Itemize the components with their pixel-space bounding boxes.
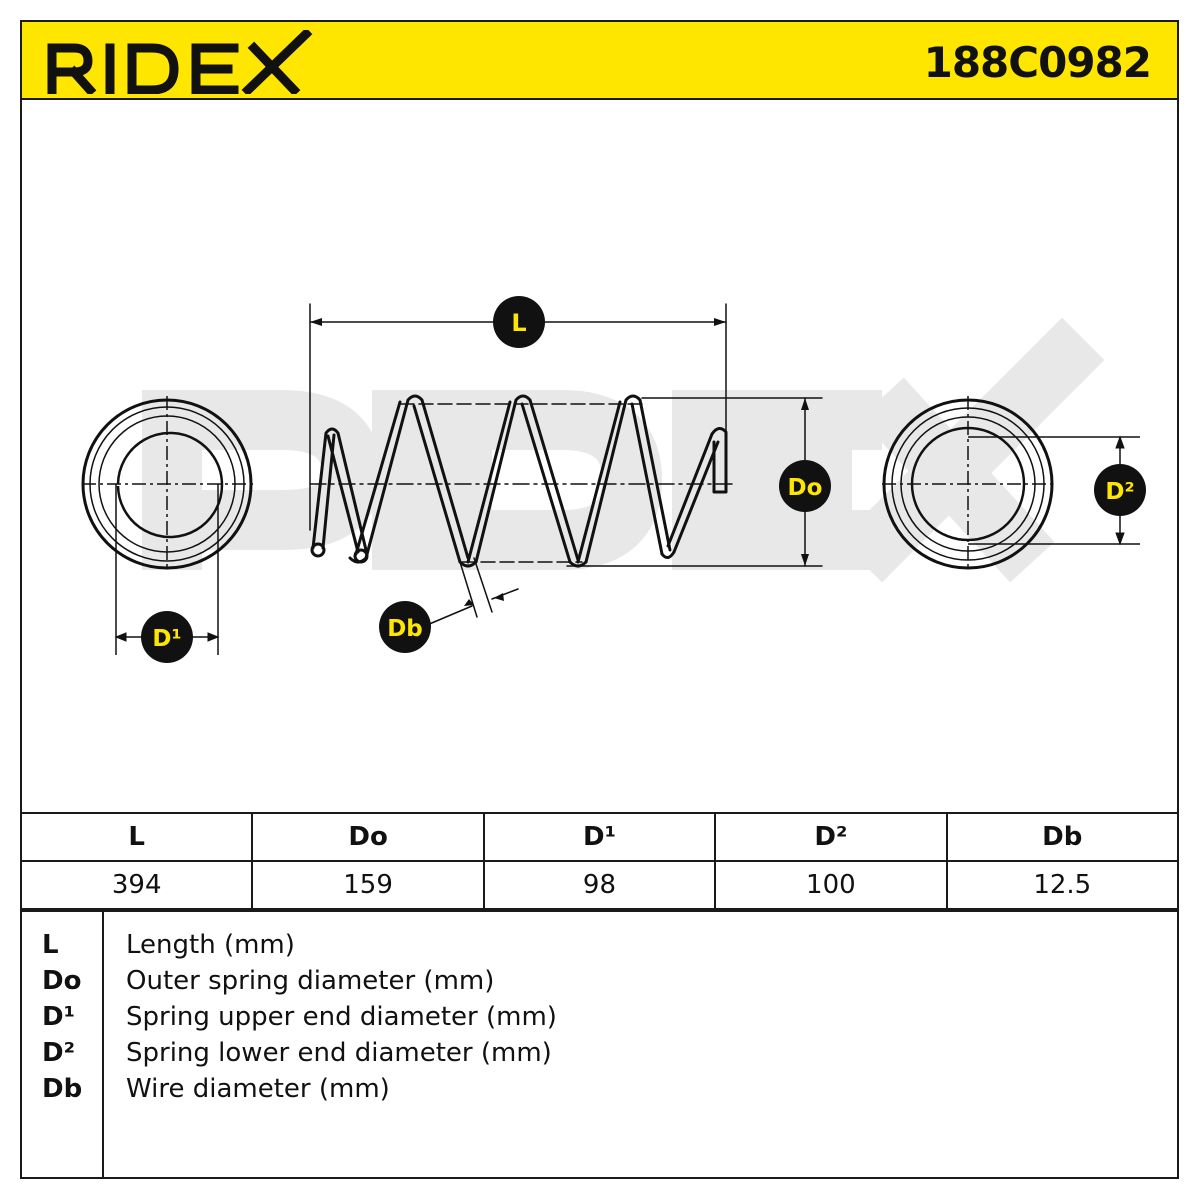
label-outer-diameter: Do: [779, 460, 831, 512]
legend-key: D¹: [42, 1002, 75, 1032]
spring-diagram: L Do D¹ D² Db: [81, 296, 1146, 663]
legend-key: D²: [42, 1038, 75, 1068]
part-number: 188C0982: [923, 38, 1152, 87]
spring-side-view: [309, 303, 823, 626]
spec-value-cell: 100: [714, 860, 948, 910]
ridex-watermark: [142, 317, 1105, 583]
spec-header-cell: D²: [714, 812, 948, 862]
spec-header-cell: D¹: [482, 812, 717, 862]
legend-desc: Length (mm): [126, 930, 295, 960]
legend-row: Do Outer spring diameter (mm): [22, 966, 1177, 1002]
svg-text:L: L: [511, 309, 526, 337]
legend-desc: Spring lower end diameter (mm): [126, 1038, 552, 1068]
spec-header-cell: Do: [251, 812, 485, 862]
spec-value-cell: 98: [482, 860, 717, 910]
dimension-arrows: [310, 318, 809, 606]
legend-row: D² Spring lower end diameter (mm): [22, 1038, 1177, 1074]
legend-row: L Length (mm): [22, 930, 1177, 966]
legend-key: Db: [42, 1074, 83, 1104]
legend-desc: Wire diameter (mm): [126, 1074, 390, 1104]
svg-text:D¹: D¹: [152, 626, 181, 652]
spec-header-cell: L: [19, 812, 254, 862]
spec-value-cell: 12.5: [945, 860, 1180, 910]
legend-desc: Spring upper end diameter (mm): [126, 1002, 557, 1032]
legend-desc: Outer spring diameter (mm): [126, 966, 495, 996]
spec-table-values-row: 394 159 98 100 12.5: [19, 860, 1180, 910]
spec-header-cell: Db: [945, 812, 1180, 862]
legend-row: Db Wire diameter (mm): [22, 1074, 1177, 1110]
upper-end-view: [81, 396, 254, 655]
label-lower-diameter: D²: [1094, 464, 1146, 516]
spec-table: L Do D¹ D² Db 394 159 98 100 12.5: [19, 812, 1180, 910]
spec-value-cell: 159: [251, 860, 485, 910]
legend-key: L: [42, 930, 59, 960]
brand-logo: [47, 30, 313, 94]
svg-text:Do: Do: [788, 475, 823, 501]
legend-divider: [102, 912, 104, 1177]
label-wire-diameter: Db: [379, 601, 431, 653]
spec-value-cell: 394: [19, 860, 254, 910]
legend-row: D¹ Spring upper end diameter (mm): [22, 1002, 1177, 1038]
label-upper-diameter: D¹: [141, 611, 193, 663]
spec-table-header-row: L Do D¹ D² Db: [19, 812, 1180, 862]
legend-key: Do: [42, 966, 82, 996]
header-bar: 188C0982: [20, 20, 1179, 100]
legend: L Length (mm) Do Outer spring diameter (…: [20, 910, 1179, 1179]
lower-end-view: [882, 396, 1140, 570]
svg-text:Db: Db: [387, 616, 423, 642]
svg-text:D²: D²: [1105, 479, 1134, 505]
label-length: L: [493, 296, 545, 348]
